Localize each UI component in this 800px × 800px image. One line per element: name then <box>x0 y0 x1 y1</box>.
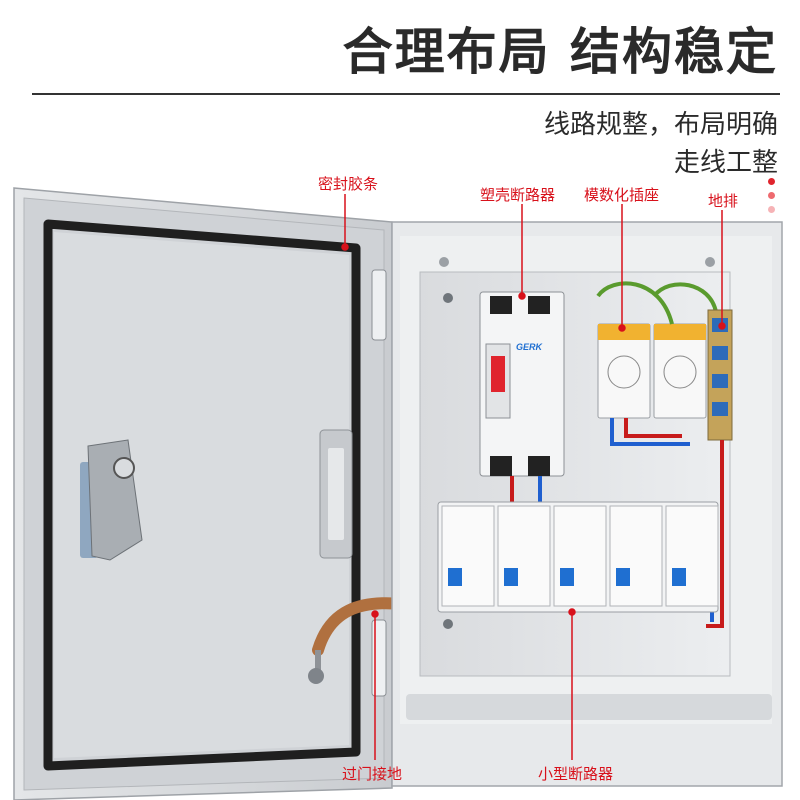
subheadline-line-1: 线路规整，布局明确 <box>543 110 778 140</box>
subheadline-line-2: 走线工整 <box>673 148 778 178</box>
decor-dot <box>768 178 775 185</box>
mccb-brand: GERK <box>516 342 544 352</box>
modular-sockets <box>596 281 718 419</box>
mini-breaker <box>553 505 607 607</box>
callout-ground-bar: 地排 <box>708 192 739 210</box>
door-ground-braid <box>312 597 408 656</box>
decor-dot <box>768 206 775 213</box>
callout-seal-strip: 密封胶条 <box>318 175 379 193</box>
callout-door-ground: 过门接地 <box>342 765 403 783</box>
mini-breakers <box>437 501 719 613</box>
callout-mini-breaker: 小型断路器 <box>538 765 614 783</box>
mini-breaker <box>609 505 663 607</box>
mini-breaker <box>665 505 719 607</box>
ground-bar <box>707 309 733 441</box>
divider-line <box>32 93 780 95</box>
headline: 合理布局 结构稳定 <box>342 23 778 81</box>
callout-leaders <box>341 194 726 760</box>
mini-breaker <box>441 505 495 607</box>
mccb-breaker: GERK <box>479 291 565 477</box>
mini-breaker <box>497 505 551 607</box>
decor-dots <box>768 178 776 220</box>
seal-strip <box>43 219 361 771</box>
callout-mccb: 塑壳断路器 <box>480 186 556 204</box>
decor-dot <box>768 192 775 199</box>
callout-modular-socket: 模数化插座 <box>584 186 660 204</box>
door <box>13 187 408 800</box>
door-lock-icon <box>80 439 143 561</box>
